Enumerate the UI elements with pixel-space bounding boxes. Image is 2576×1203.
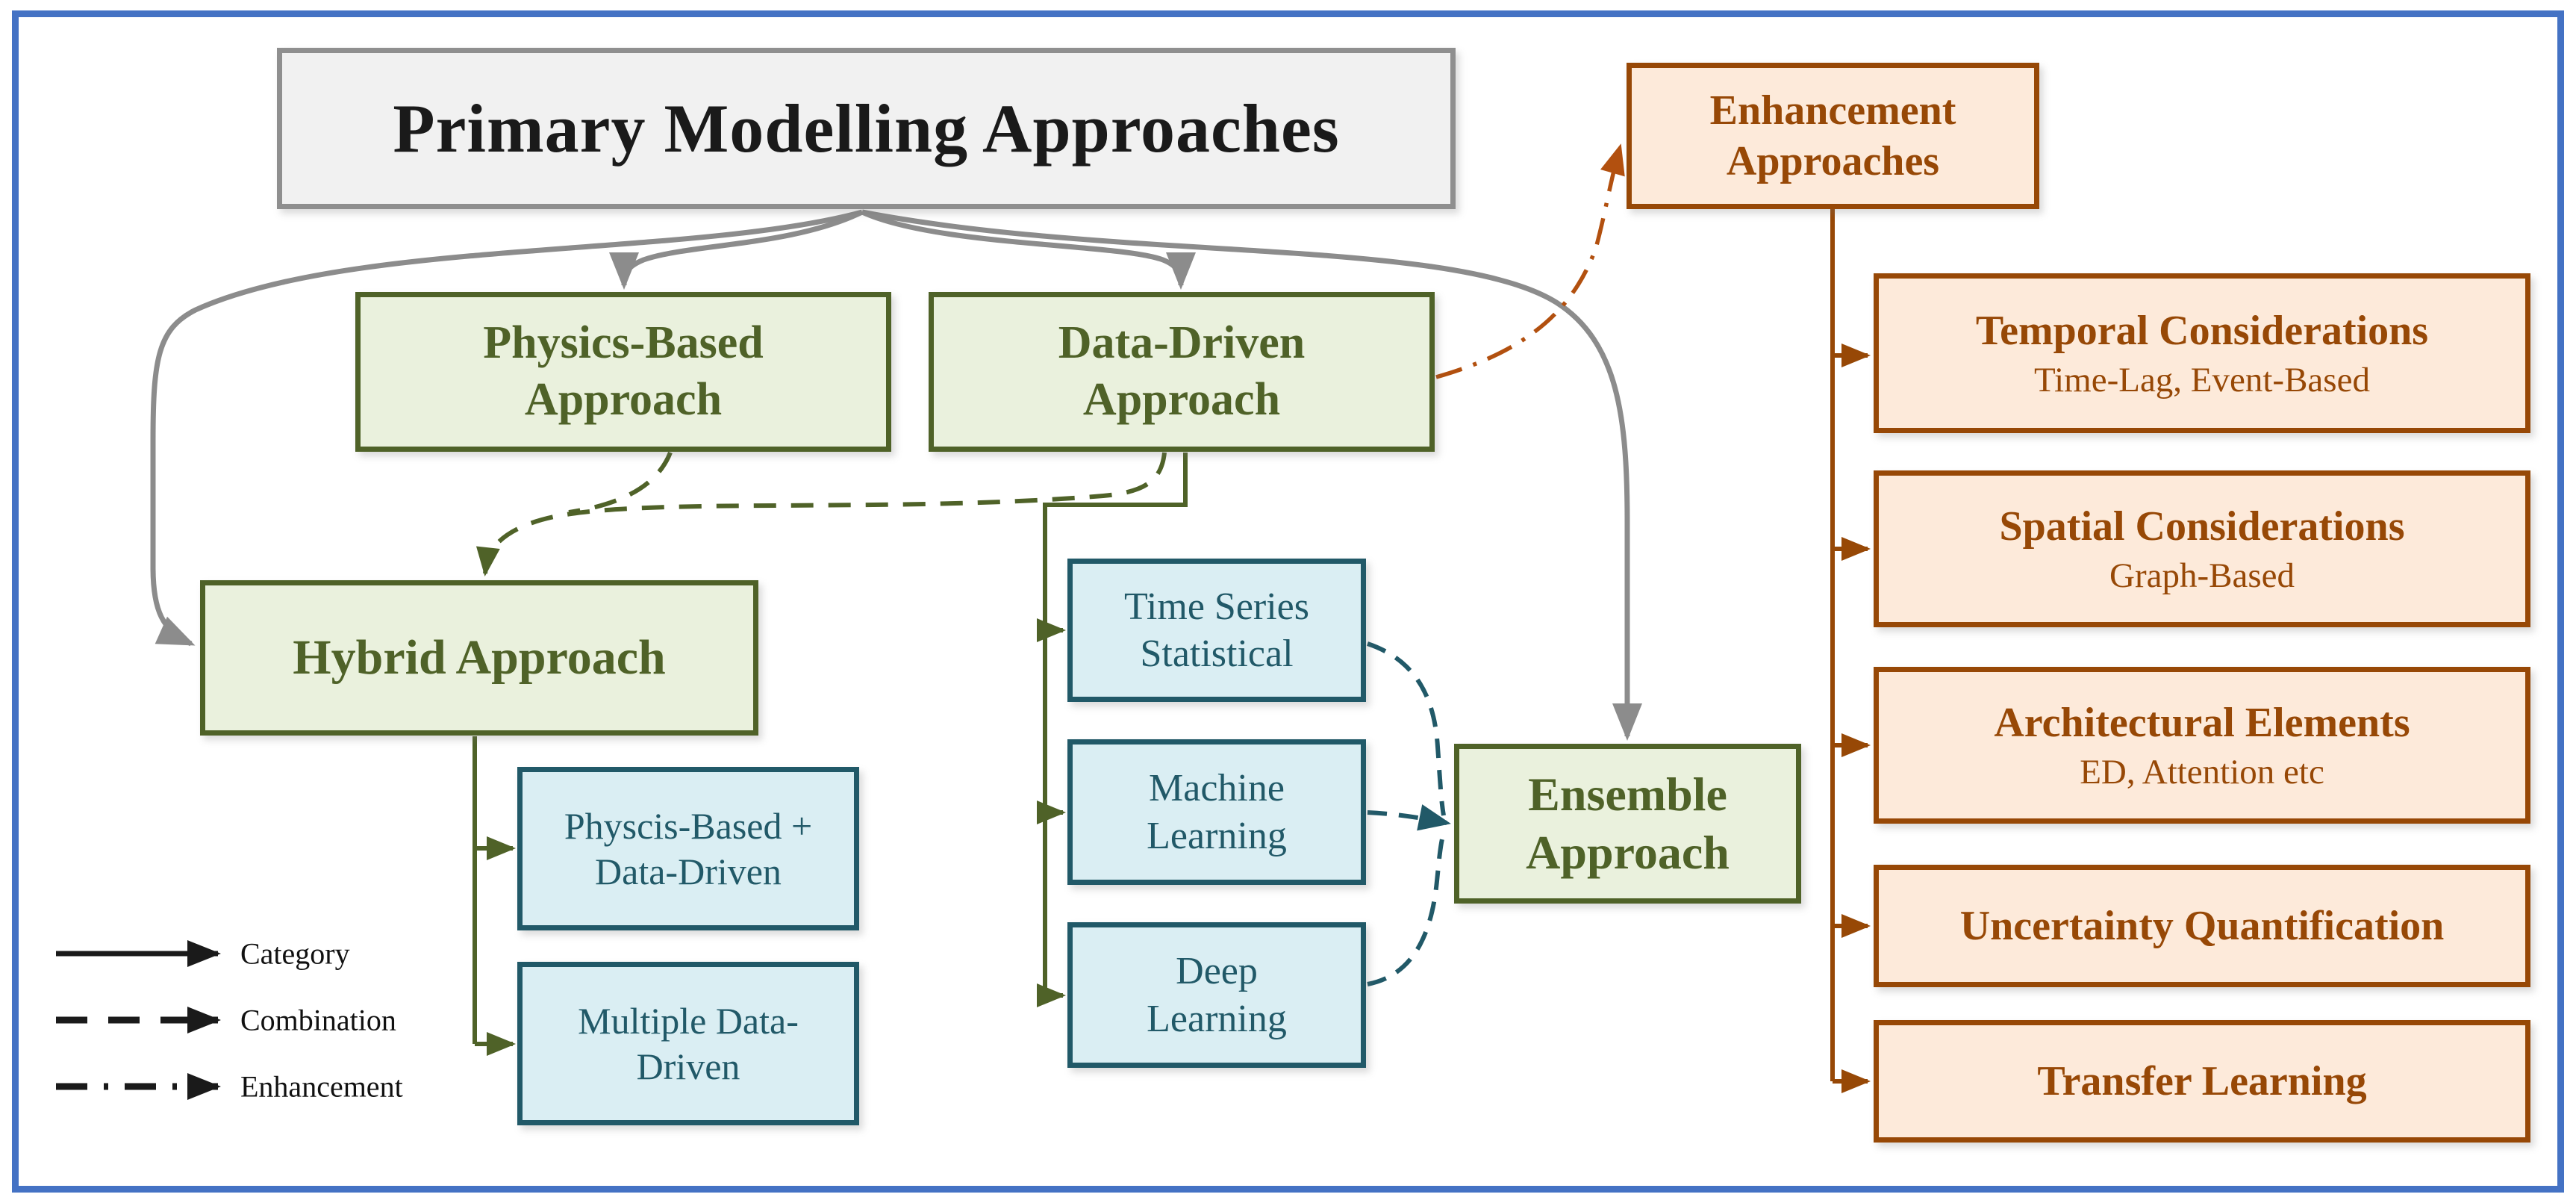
legend-label-category: Category	[240, 936, 350, 971]
arrow-machine-learning-to-ensemble	[1367, 804, 1451, 831]
node-primary-modelling-approaches: Primary Modelling Approaches	[277, 48, 1456, 209]
legend-label-combination: Combination	[240, 1003, 396, 1037]
spatial-considerations-title: Spatial Considerations	[1999, 503, 2405, 550]
physics-based-label: Physics-Based Approach	[483, 317, 764, 425]
line-data-driven-trunk	[1043, 453, 1188, 995]
node-deep-learning: Deep Learning	[1067, 922, 1366, 1068]
arrow-data-driven-to-enhancement	[1435, 143, 1625, 379]
node-machine-learning: Machine Learning	[1067, 739, 1366, 885]
node-data-driven-approach: Data-Driven Approach	[929, 292, 1435, 452]
node-uncertainty-quantification: Uncertainty Quantification	[1874, 865, 2530, 987]
arrow-title-to-physics	[609, 209, 864, 290]
primary-title-label: Primary Modelling Approaches	[393, 90, 1340, 167]
deep-learning-label: Deep Learning	[1147, 950, 1287, 1040]
uncertainty-quantification-title: Uncertainty Quantification	[1959, 902, 2445, 949]
legend-label-enhancement: Enhancement	[240, 1069, 403, 1104]
architectural-elements-title: Architectural Elements	[1994, 700, 2410, 747]
multiple-data-driven-label: Multiple Data- Driven	[578, 999, 799, 1087]
node-ensemble-approach: Ensemble Approach	[1454, 744, 1801, 904]
arrow-combination-to-hybrid	[475, 452, 1167, 576]
node-multiple-data-driven: Multiple Data- Driven	[517, 962, 859, 1125]
node-hybrid-approach: Hybrid Approach	[200, 580, 758, 736]
transfer-learning-title: Transfer Learning	[2037, 1057, 2367, 1104]
node-time-series-statistical: Time Series Statistical	[1067, 559, 1366, 702]
ensemble-approach-label: Ensemble Approach	[1526, 767, 1730, 879]
node-transfer-learning: Transfer Learning	[1874, 1020, 2530, 1143]
physics-plus-data-driven-label: Physcis-Based + Data-Driven	[564, 804, 813, 892]
arrow-title-to-data-driven	[861, 209, 1196, 290]
node-spatial-considerations: Spatial Considerations Graph-Based	[1874, 470, 2530, 627]
data-driven-label: Data-Driven Approach	[1058, 317, 1306, 425]
machine-learning-label: Machine Learning	[1147, 767, 1287, 857]
hybrid-approach-label: Hybrid Approach	[293, 630, 666, 685]
node-temporal-considerations: Temporal Considerations Time-Lag, Event-…	[1874, 273, 2530, 433]
node-architectural-elements: Architectural Elements ED, Attention etc	[1874, 667, 2530, 824]
arrow-title-to-ensemble	[861, 209, 1642, 741]
node-physics-based-approach: Physics-Based Approach	[355, 292, 891, 452]
arrow-physics-combination-stub	[568, 451, 673, 515]
arrow-deep-learning-to-ensemble	[1367, 833, 1446, 986]
node-enhancement-approaches: Enhancement Approaches	[1627, 63, 2039, 209]
temporal-considerations-title: Temporal Considerations	[1975, 308, 2429, 355]
arrow-title-to-hybrid	[150, 209, 863, 647]
spatial-considerations-subtitle: Graph-Based	[2109, 556, 2295, 596]
enhancement-approaches-label: Enhancement Approaches	[1709, 87, 1956, 184]
arrow-time-series-to-ensemble	[1367, 641, 1446, 816]
architectural-elements-subtitle: ED, Attention etc	[2080, 753, 2324, 792]
node-physics-plus-data-driven: Physcis-Based + Data-Driven	[517, 767, 859, 930]
time-series-statistical-label: Time Series Statistical	[1124, 585, 1309, 675]
temporal-considerations-subtitle: Time-Lag, Event-Based	[2034, 361, 2370, 400]
